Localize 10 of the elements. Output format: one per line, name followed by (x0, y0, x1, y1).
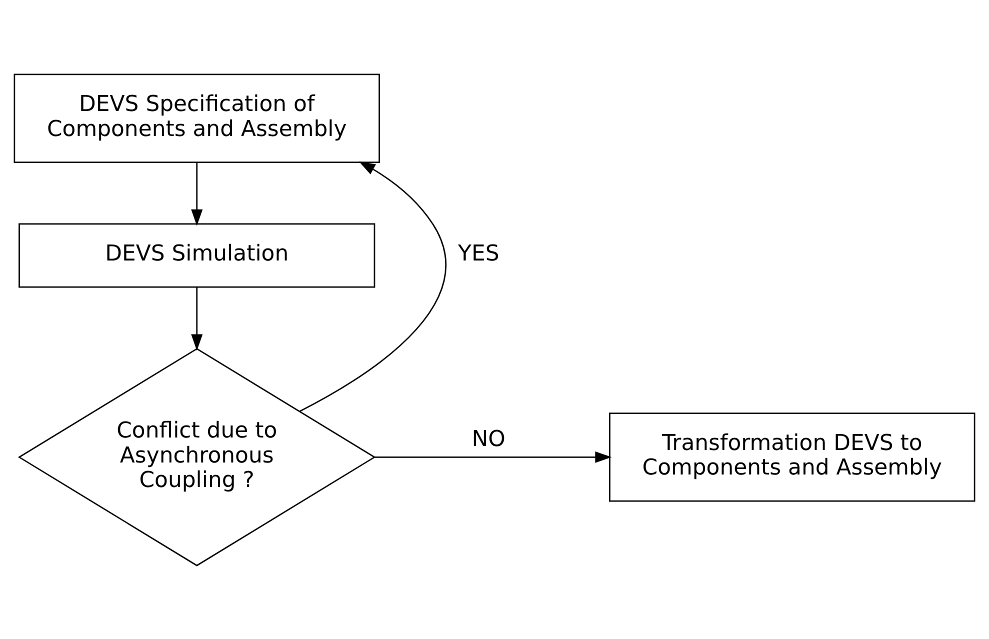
edge-label: NO (472, 426, 506, 452)
arrow (374, 450, 612, 462)
node-box: DEVS Specification of Components and Assembly (14, 73, 380, 162)
node-diamond: Conflict due to Asynchronous Coupling ? (18, 348, 376, 566)
edge-label: YES (458, 241, 500, 266)
node-box: Transformation DEVS to Components and Assembly (609, 412, 976, 502)
node-box: DEVS Simulation (18, 222, 376, 288)
arrow (191, 162, 203, 226)
arrow (300, 160, 446, 412)
arrow (191, 286, 203, 350)
